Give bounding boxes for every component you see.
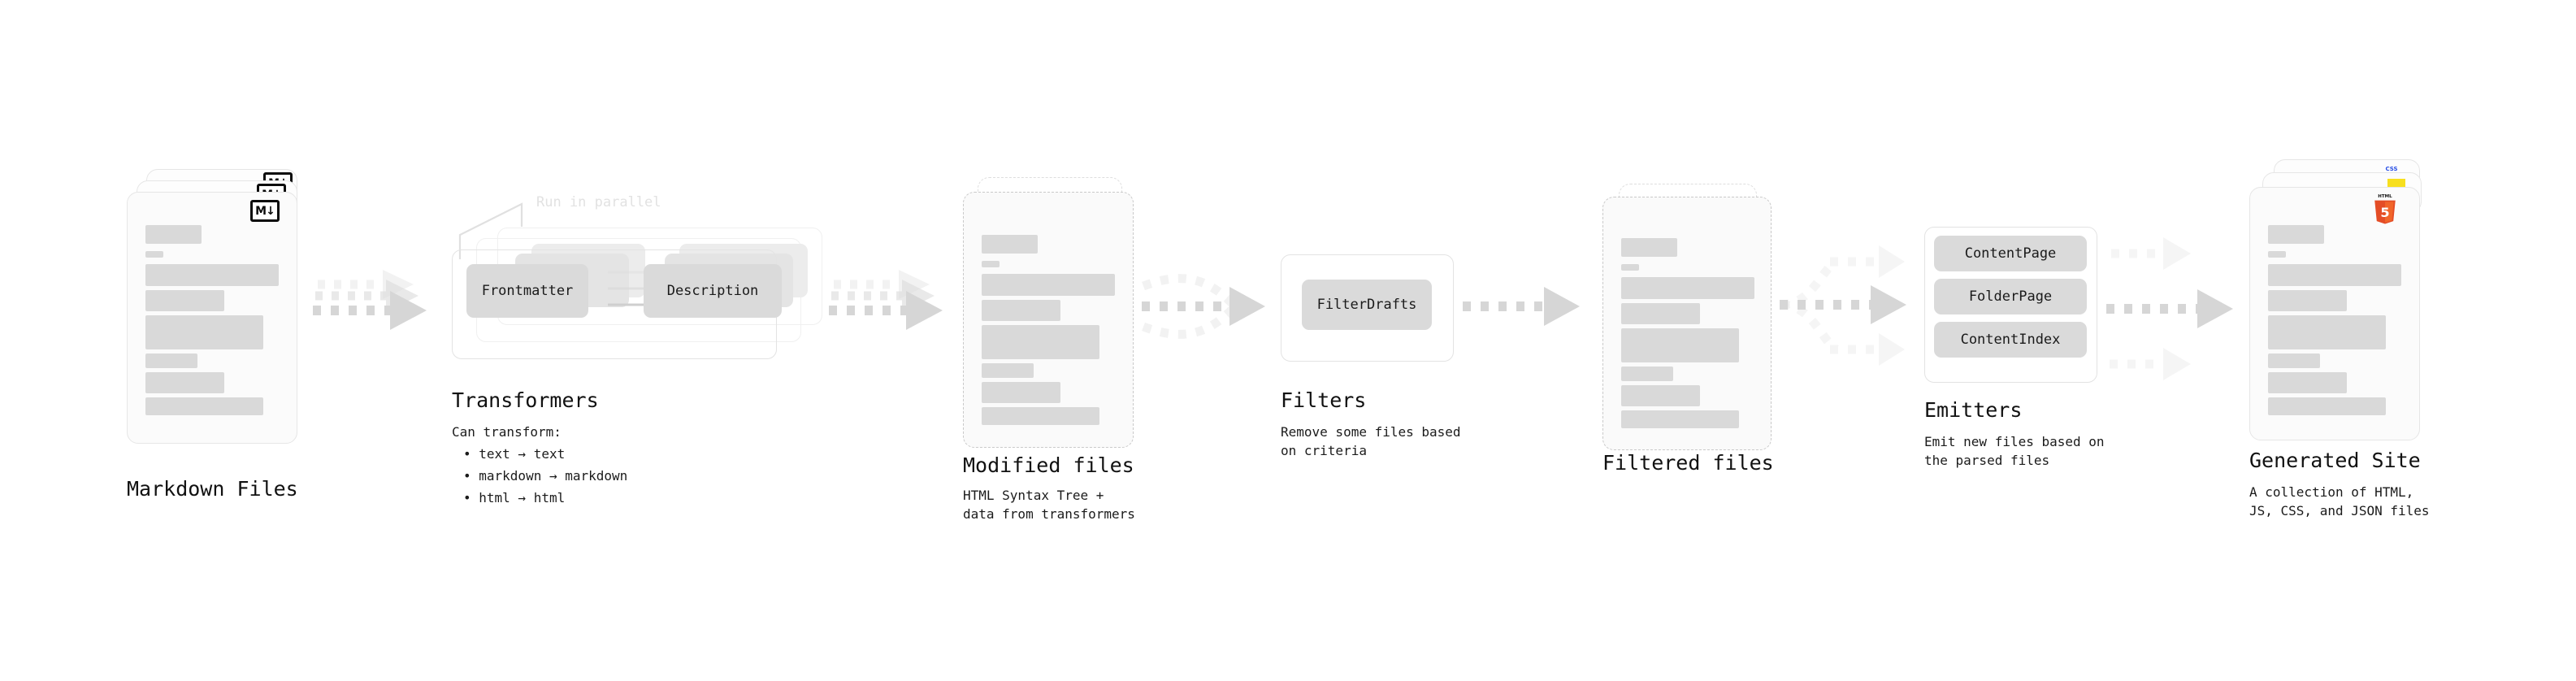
skeleton-title [145,225,202,244]
skeleton-title [1621,238,1677,257]
label-emitters: Emitters [1924,398,2023,422]
skeleton-sub [2268,251,2286,258]
transformer-pill-description[interactable]: Description [644,264,782,318]
modified-files-stack [963,177,1150,453]
skeleton-line-5 [2268,372,2347,393]
skeleton-line-3 [145,315,263,349]
filter-pill-filterdrafts[interactable]: FilterDrafts [1302,280,1432,330]
label-filtered-files: Filtered files [1602,451,1774,475]
markdown-badge-front: M↓ [250,200,280,222]
html5-icon: HTML 5 [2374,194,2396,224]
skeleton-line-4 [1621,367,1673,381]
label-modified-files: Modified files [963,453,1134,477]
caption-emitters-line-1: Emit new files based on [1924,434,2105,449]
generated-card-front [2249,187,2420,440]
caption-modified-line-2: data from transformers [963,506,1135,522]
skeleton-line-3 [1621,328,1739,362]
skeleton-line-1 [982,274,1115,296]
skeleton-line-2 [1621,303,1700,324]
modified-card-front [963,192,1134,448]
caption-generated-line-1: A collection of HTML, [2249,484,2414,500]
label-run-in-parallel: Run in parallel [536,194,661,210]
skeleton-line-2 [2268,290,2347,311]
skeleton-title [2268,225,2324,244]
caption-filters-line-1: Remove some files based [1281,424,1461,440]
run-in-parallel-bracket [458,202,523,259]
caption-emitters-line-2: the parsed files [1924,453,2050,468]
skeleton-line-1 [2268,264,2401,286]
skeleton-line-4 [145,354,197,368]
skeleton-line-4 [982,363,1034,378]
caption-transformers-bullet-3: • html → html [463,490,566,505]
caption-transformers-heading: Can transform: [452,424,562,440]
transformer-pill-frontmatter[interactable]: Frontmatter [466,264,588,318]
svg-text:HTML: HTML [2378,194,2392,199]
filtered-card-front [1602,197,1772,450]
skeleton-line-1 [1621,277,1754,299]
skeleton-line-6 [982,407,1099,425]
markdown-card-front [127,192,297,444]
skeleton-line-2 [145,290,224,311]
skeleton-line-3 [2268,315,2386,349]
skeleton-line-5 [1621,385,1700,406]
caption-modified-line-1: HTML Syntax Tree + [963,488,1104,503]
skeleton-line-5 [982,382,1060,403]
arrow-emitters-to-generated [2106,237,2233,380]
caption-filters-line-2: on criteria [1281,443,1367,458]
label-markdown-files: Markdown Files [127,477,298,501]
arrow-filtered-to-emitters [1780,245,1906,366]
caption-generated-line-2: JS, CSS, and JSON files [2249,503,2430,518]
label-filters: Filters [1281,388,1367,412]
svg-text:5: 5 [2380,205,2389,220]
skeleton-line-2 [982,300,1060,321]
skeleton-sub [1621,264,1639,271]
skeleton-line-6 [2268,397,2386,415]
skeleton-sub [982,261,1000,267]
emitter-pill-contentpage[interactable]: ContentPage [1934,236,2087,271]
arrow-transformers-to-modified [829,270,943,330]
label-generated-site: Generated Site [2249,449,2421,472]
caption-transformers-bullet-1: • text → text [463,446,566,462]
caption-transformers-bullet-2: • markdown → markdown [463,468,628,484]
arrow-markdown-to-transformers [313,270,427,330]
skeleton-sub [145,251,163,258]
skeleton-line-5 [145,372,224,393]
emitter-pill-contentindex[interactable]: ContentIndex [1934,322,2087,358]
skeleton-title [982,235,1038,254]
generated-site-stack: CSS HTML 5 [2249,159,2444,452]
skeleton-line-1 [145,264,279,286]
skeleton-line-4 [2268,354,2320,368]
skeleton-line-6 [1621,410,1739,428]
transformers-group: Run in parallel Frontmatt [452,194,826,378]
arrow-filters-to-filtered [1463,287,1580,326]
skeleton-line-3 [982,325,1099,359]
arrow-modified-to-filters [1142,274,1265,339]
filtered-files-stack [1602,184,1789,460]
emitter-pill-folderpage[interactable]: FolderPage [1934,279,2087,314]
skeleton-line-6 [145,397,263,415]
label-transformers: Transformers [452,388,599,412]
markdown-files-stack: M↓ M↓ M↓ [127,169,314,445]
